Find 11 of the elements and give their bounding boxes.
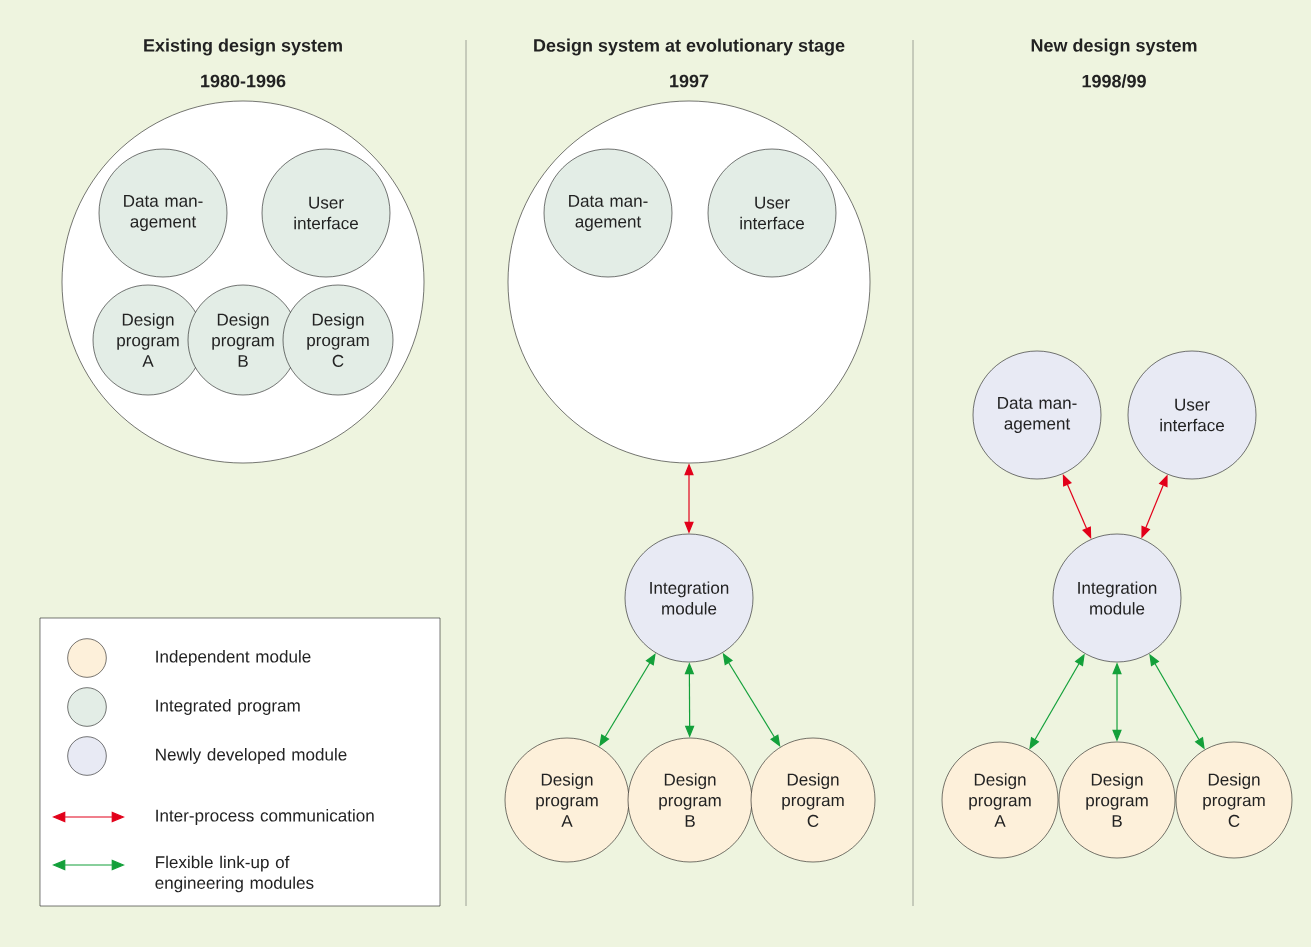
panel-heading: Design system at evolutionary stage: [534, 38, 845, 56]
year-label: 1998/99: [1082, 74, 1146, 88]
panel-heading: Existing design system: [144, 38, 342, 56]
legend-label: Inter-process communication: [156, 809, 374, 825]
year-label: 1980-1996: [201, 74, 286, 88]
panel-heading: New design system: [1031, 38, 1197, 56]
legend-label: Independent module: [156, 650, 311, 666]
legend-label: Flexible link-up of engineering modules: [155, 855, 314, 893]
legend-label: Newly developed module: [156, 748, 347, 764]
year-label: 1997: [670, 74, 709, 88]
legend-label: Integrated program: [156, 699, 300, 715]
